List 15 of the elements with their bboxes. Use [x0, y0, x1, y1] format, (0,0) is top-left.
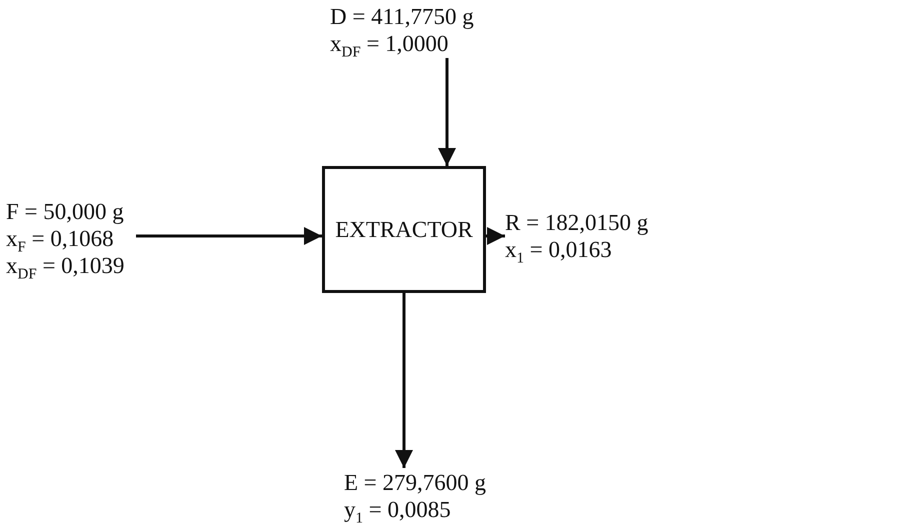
process-box: [322, 166, 486, 293]
stream-value: F = 50,000 g: [6, 198, 124, 224]
stream-value: D = 411,7750 g: [330, 3, 474, 30]
stream-value: E = 279,7600 g: [344, 469, 486, 496]
arrow: [395, 293, 413, 468]
arrow: [486, 227, 505, 245]
stream-value: R = 182,0150 g: [505, 209, 648, 236]
arrow: [136, 227, 322, 245]
stream-value: x$_{1}$ = 0,0163: [505, 236, 612, 263]
arrow: [438, 58, 456, 166]
stream-value: x$_{DF}$ = 0,1039: [6, 252, 124, 278]
stream-value: y$_{1}$ = 0,0085: [344, 496, 451, 523]
stream-value: x$_{DF}$ = 1,0000: [330, 30, 448, 57]
process-label: EXTRACTOR: [335, 216, 473, 243]
stream-value: x$_{F}$ = 0,1068: [6, 224, 114, 252]
